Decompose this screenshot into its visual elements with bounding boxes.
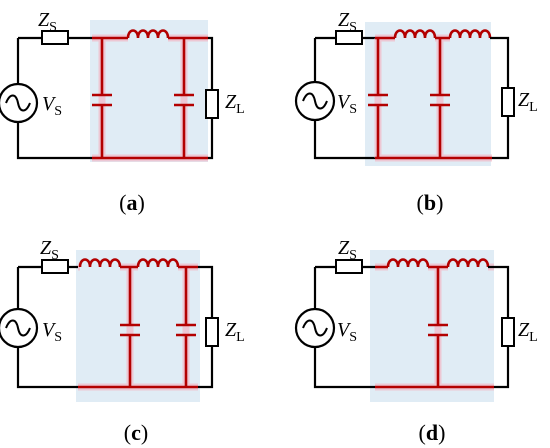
- vs-label: VS: [337, 91, 357, 117]
- source-impedance-zs: [41, 259, 69, 274]
- panel-caption: (b): [417, 190, 444, 215]
- inductor-l2: [136, 258, 180, 268]
- panel-c: ZS VS ZL (c): [0, 237, 245, 445]
- vs-label: VS: [42, 319, 62, 345]
- filter-wires: [375, 36, 492, 160]
- vs-label: VS: [42, 93, 62, 119]
- filter-wires: [78, 265, 198, 389]
- zs-label: ZS: [338, 237, 357, 263]
- wire-left: [16, 38, 92, 160]
- source-impedance-zs: [335, 30, 363, 45]
- inductor-l1: [126, 29, 170, 39]
- zs-label: ZS: [38, 9, 57, 35]
- wire-left: [313, 267, 375, 389]
- filter-wires: [375, 265, 494, 389]
- zl-label: ZL: [225, 91, 245, 117]
- wire-left: [313, 38, 375, 160]
- capacitor-c2: [430, 93, 450, 107]
- wire-load: [488, 265, 510, 389]
- load-impedance-zl: [501, 87, 515, 117]
- sine-wave-icon: [302, 319, 328, 337]
- sine-wave-icon: [302, 92, 328, 110]
- wire-left: [16, 267, 78, 389]
- panel-caption: (c): [124, 420, 148, 445]
- panel-a: ZS VS ZL (a): [0, 9, 245, 215]
- filter-wires: [92, 36, 208, 160]
- load-impedance-zl: [205, 89, 219, 119]
- capacitor-c1: [120, 323, 140, 337]
- wire-load: [198, 265, 214, 389]
- load-impedance-zl: [501, 317, 515, 347]
- panel-d: ZS VS ZL (d): [294, 237, 538, 445]
- inductor-l1: [393, 29, 437, 39]
- zs-label: ZS: [338, 9, 357, 35]
- wire-load: [208, 36, 214, 160]
- vs-label: VS: [337, 319, 357, 345]
- zl-label: ZL: [225, 319, 245, 345]
- capacitor-c1: [428, 323, 448, 337]
- panel-b: ZS VS ZL (b): [294, 9, 538, 215]
- inductor-l2: [446, 258, 490, 268]
- capacitor-c2: [174, 93, 194, 107]
- capacitor-c1: [92, 93, 112, 107]
- zl-label: ZL: [518, 319, 538, 345]
- panel-caption: (d): [419, 420, 446, 445]
- panel-caption: (a): [119, 190, 145, 215]
- filter-shade-region: [90, 20, 208, 162]
- capacitor-c2: [176, 323, 196, 337]
- zl-label: ZL: [518, 89, 538, 115]
- inductor-l1: [386, 258, 430, 268]
- wire-load: [490, 36, 510, 160]
- inductor-l1: [78, 258, 122, 268]
- inductor-l2: [448, 29, 492, 39]
- capacitor-c1: [368, 93, 388, 107]
- sine-wave-icon: [5, 319, 31, 337]
- source-impedance-zs: [335, 259, 363, 274]
- load-impedance-zl: [205, 317, 219, 347]
- zs-label: ZS: [40, 237, 59, 263]
- source-impedance-zs: [41, 30, 69, 45]
- sine-wave-icon: [5, 94, 31, 112]
